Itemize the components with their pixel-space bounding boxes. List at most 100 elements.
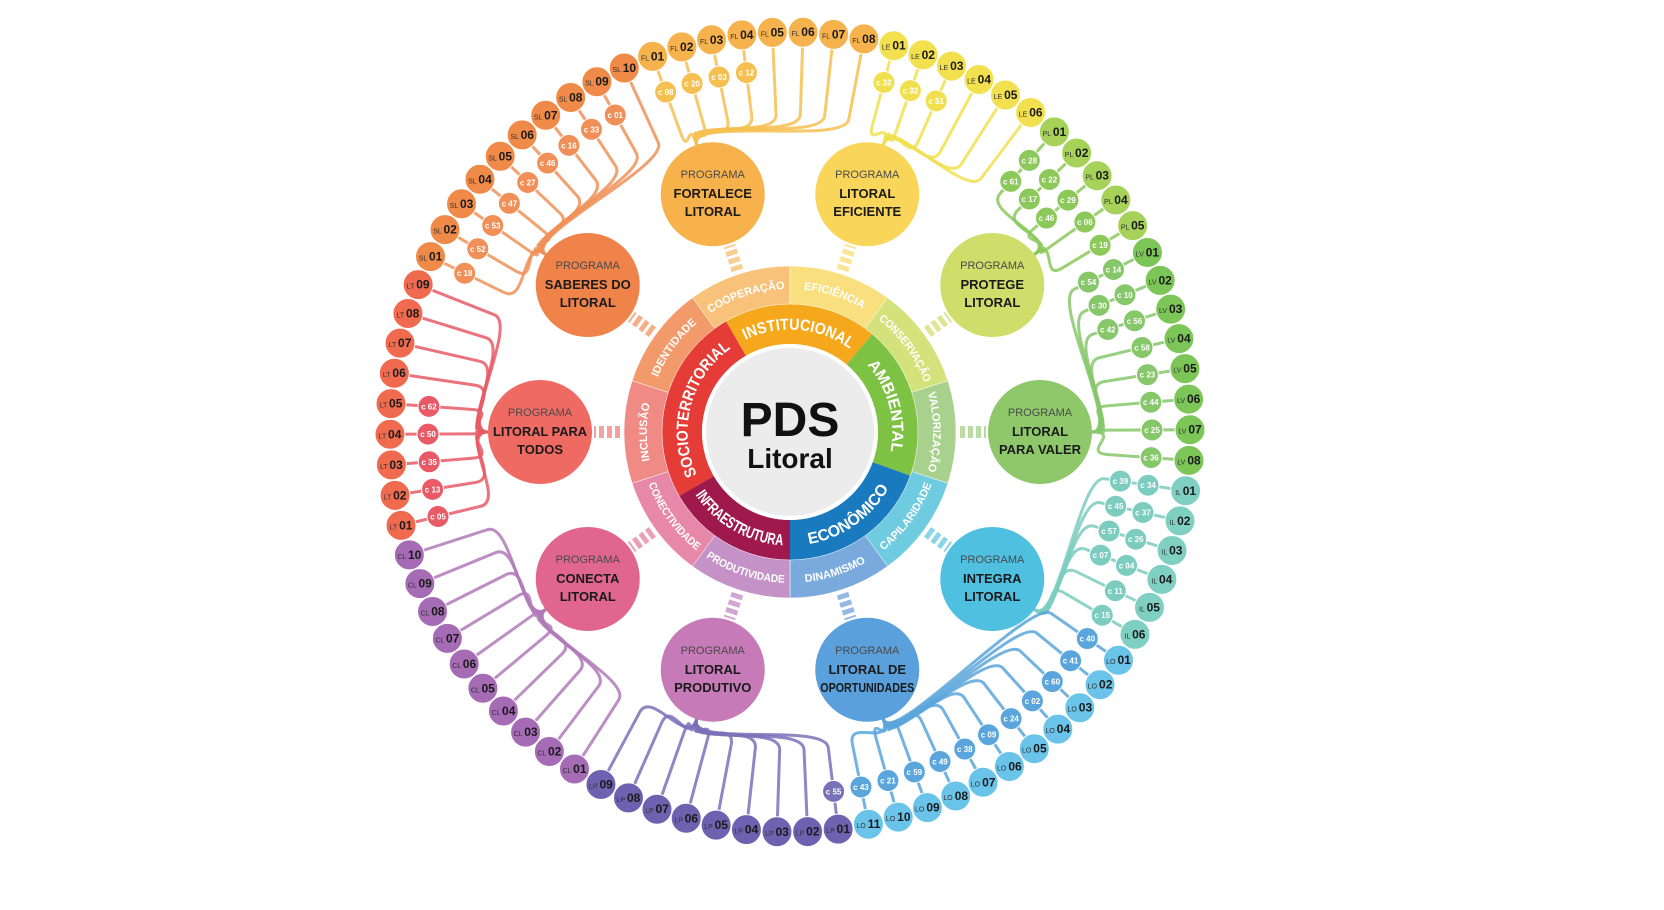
- branch-line: [695, 38, 866, 146]
- leaf-number: 05: [1033, 742, 1047, 756]
- c-node-label: c 56: [1127, 317, 1143, 326]
- leaf-number: 06: [1187, 392, 1201, 406]
- leaf-prefix: SL: [419, 256, 429, 263]
- program-name: OPORTUNIDADES: [820, 680, 914, 695]
- leaf-circle: [446, 188, 478, 220]
- leaf-number: 09: [419, 577, 433, 591]
- c-node: c 06: [1073, 210, 1097, 234]
- leaf-prefix: PL: [1121, 225, 1131, 232]
- leaf-number: 02: [548, 745, 562, 759]
- leaf-circle: [555, 82, 587, 114]
- leaf-circle: [822, 813, 854, 845]
- c-node: c 17: [1017, 187, 1041, 211]
- leaf-number: 01: [573, 762, 587, 776]
- leaf-number: 03: [460, 197, 474, 211]
- c-node: c 21: [876, 769, 900, 793]
- c-node-circle: [1122, 309, 1146, 333]
- leaf-prefix: IL: [1170, 520, 1178, 527]
- c-node-circle: [849, 775, 873, 799]
- leaf-label: LP 09: [589, 777, 613, 791]
- c-node: c 49: [928, 749, 952, 773]
- branch-line: [1091, 430, 1190, 462]
- leaf-circle: [415, 241, 447, 273]
- c-node-circle: [1020, 689, 1044, 713]
- program-prefix: PROGRAMA: [1008, 407, 1073, 419]
- leaf-node: CL 08: [417, 596, 449, 628]
- c-node-label: c 03: [711, 73, 727, 82]
- leaf-number: 08: [627, 791, 641, 805]
- program-circle: [988, 380, 1092, 484]
- leaf-number: 05: [771, 25, 785, 39]
- leaf-node: CL 02: [533, 736, 565, 768]
- c-node-circle: [707, 65, 731, 89]
- c-node: c 05: [426, 505, 450, 529]
- leaf-label: LO 04: [1046, 722, 1071, 736]
- c-node: c 47: [497, 191, 521, 215]
- c-node: c 07: [1088, 543, 1112, 567]
- program-circle: [488, 380, 592, 484]
- program-prefix: PROGRAMA: [681, 645, 746, 657]
- c-node-label: c 05: [430, 513, 446, 522]
- c-node-circle: [924, 89, 948, 113]
- c-node-circle: [1096, 317, 1120, 341]
- c-node: c 45: [1104, 494, 1128, 518]
- c-node: c 46: [1034, 206, 1058, 230]
- leaf-node: LE 05: [989, 79, 1021, 111]
- leaf-circle: [1146, 563, 1178, 595]
- c-node-label: c 44: [1143, 398, 1159, 407]
- leaf-circle: [608, 52, 640, 84]
- leaf-number: 07: [832, 27, 846, 41]
- leaf-circle: [726, 19, 758, 51]
- leaf-circle: [1119, 618, 1151, 650]
- c-node: c 22: [1037, 167, 1061, 191]
- c-node-circle: [902, 760, 926, 784]
- leaf-number: 03: [775, 825, 789, 839]
- program-circle: [660, 617, 765, 722]
- leaf-circle: [585, 768, 617, 800]
- c-node-circle: [516, 170, 540, 194]
- c-node-circle: [1087, 293, 1111, 317]
- c-node-label: c 55: [826, 787, 842, 796]
- c-node: c 55: [822, 779, 846, 803]
- leaf-number: 01: [1146, 245, 1160, 259]
- leaf-number: 03: [1169, 543, 1183, 557]
- leaf-label: LT 05: [380, 397, 403, 411]
- leaf-prefix: IL: [1125, 633, 1133, 640]
- c-node: c 30: [1087, 293, 1111, 317]
- branch-line: [1033, 224, 1134, 272]
- leaf-label: IL 04: [1151, 572, 1172, 586]
- leaf-number: 04: [1159, 572, 1173, 586]
- c-node-label: c 51: [928, 97, 944, 106]
- leaf-circle: [392, 298, 424, 330]
- program-name: LITORAL: [964, 589, 1020, 604]
- leaf-prefix: LP: [826, 828, 836, 835]
- c-node-circle: [898, 79, 922, 103]
- leaf-node: LP 07: [641, 793, 673, 825]
- leaf-prefix: LE: [1019, 111, 1030, 118]
- c-node-circle: [1136, 473, 1160, 497]
- leaf-number: 01: [399, 518, 413, 532]
- leaf-label: LP 08: [617, 791, 641, 805]
- leaf-label: LP 02: [796, 825, 820, 839]
- program-prefix: PROGRAMA: [681, 169, 746, 181]
- leaf-number: 05: [715, 818, 729, 832]
- pillar-segment: [846, 333, 918, 476]
- leaf-prefix: LT: [389, 342, 398, 349]
- connector-dashes: [627, 311, 656, 337]
- leaf-prefix: LP: [617, 797, 627, 804]
- leaf-label: LT 03: [380, 458, 403, 472]
- leaf-label: FL 05: [761, 25, 785, 39]
- leaf-node: LT 08: [392, 298, 424, 330]
- leaf-prefix: SL: [510, 134, 520, 141]
- c-node: c 32: [872, 70, 896, 94]
- c-node-circle: [417, 450, 441, 474]
- leaf-node: LE 04: [963, 64, 995, 96]
- leaf-node: LP 05: [700, 809, 732, 841]
- leaf-number: 04: [478, 172, 492, 186]
- program-name: LITORAL DE: [828, 662, 906, 677]
- c-node-label: c 19: [1092, 241, 1108, 250]
- connectors: [594, 243, 986, 621]
- program-prefix: PROGRAMA: [835, 645, 900, 657]
- branch-line: [881, 111, 1032, 183]
